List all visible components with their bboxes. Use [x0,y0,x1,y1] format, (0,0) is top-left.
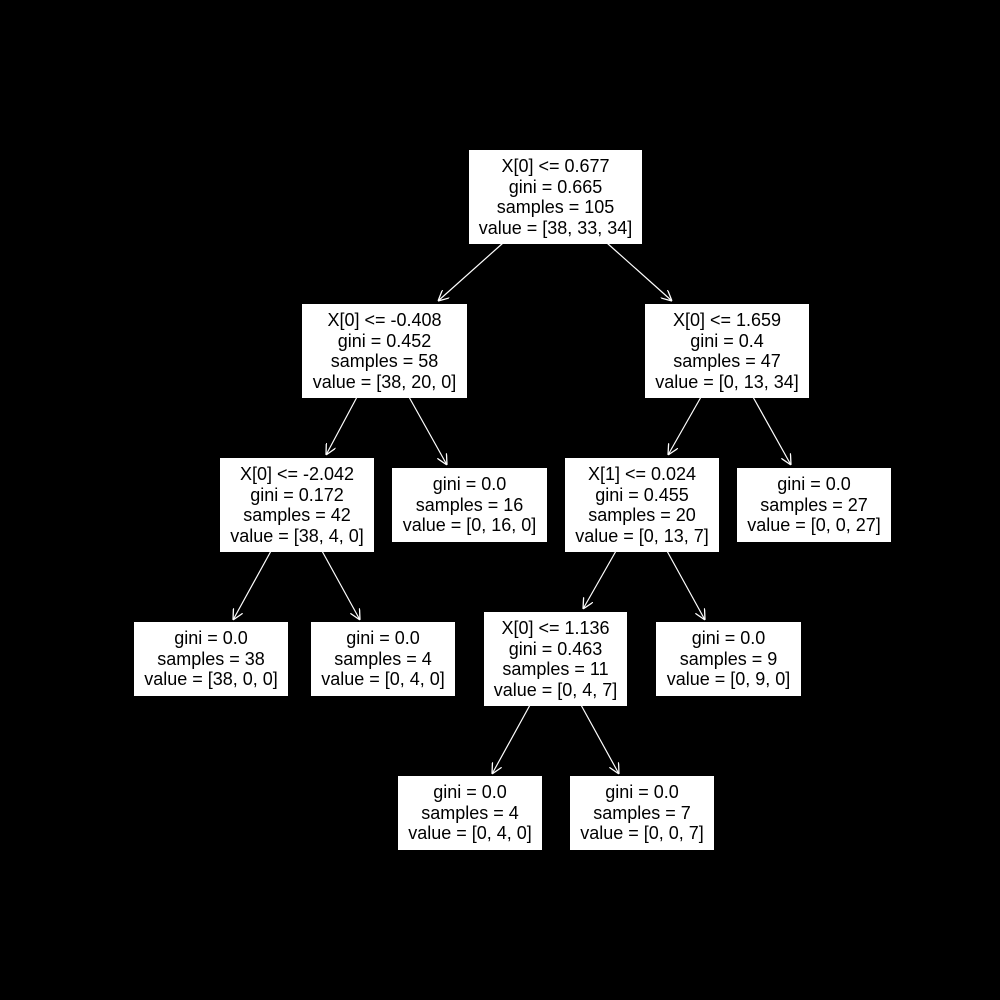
node-gini-label: gini = 0.0 [346,628,420,649]
tree-leaf-10: gini = 0.0 samples = 9 value = [0, 9, 0] [656,622,801,696]
node-value-label: value = [0, 9, 0] [666,669,791,690]
node-samples-label: samples = 42 [243,505,351,525]
node-samples-label: samples = 58 [330,351,439,371]
edge-0-2 [606,242,672,301]
edge-3-7 [233,550,272,620]
node-samples-label: samples = 9 [679,648,778,669]
node-gini-label: gini = 0.4 [690,330,764,351]
tree-node-5: X[1] <= 0.024 gini = 0.455 samples = 20 … [565,458,719,552]
node-gini-label: gini = 0.665 [508,176,603,197]
node-samples-label: samples = 105 [496,197,615,217]
node-gini-label: gini = 0.0 [777,474,851,495]
node-gini-label: gini = 0.0 [691,628,766,649]
tree-leaf-12: gini = 0.0 samples = 7 value = [0, 0, 7] [570,776,714,850]
edge-1-4 [408,396,447,465]
tree-leaf-7: gini = 0.0 samples = 38 value = [38, 0, … [134,622,288,696]
edge-5-10 [666,550,705,620]
node-samples-label: samples = 38 [157,648,265,669]
edge-5-9 [583,550,617,609]
node-value-label: value = [0, 4, 7] [493,679,618,700]
node-split-label: X[0] <= -2.042 [239,464,355,484]
node-split-label: X[0] <= -0.408 [327,310,442,330]
edge-2-6 [752,396,791,465]
edge-0-1 [438,242,504,301]
tree-node-9: X[0] <= 1.136 gini = 0.463 samples = 11 … [484,612,627,706]
node-samples-label: samples = 11 [502,659,609,679]
node-value-label: value = [0, 13, 7] [575,525,709,546]
node-gini-label: gini = 0.0 [605,782,679,803]
node-value-label: value = [0, 0, 27] [747,515,881,536]
node-value-label: value = [0, 4, 0] [321,669,445,690]
node-value-label: value = [38, 20, 0] [312,371,457,392]
edge-9-12 [580,704,619,774]
node-gini-label: gini = 0.0 [432,474,507,495]
edge-2-5 [668,396,702,455]
node-value-label: value = [0, 13, 34] [655,371,799,392]
node-value-label: value = [38, 33, 34] [478,217,633,238]
node-samples-label: samples = 47 [673,351,781,371]
edge-9-11 [492,704,531,774]
node-gini-label: gini = 0.172 [250,484,344,505]
tree-node-2: X[0] <= 1.659 gini = 0.4 samples = 47 va… [645,304,809,398]
node-gini-label: gini = 0.452 [337,330,432,351]
tree-leaf-6: gini = 0.0 samples = 27 value = [0, 0, 2… [737,468,891,542]
node-value-label: value = [38, 0, 0] [144,669,278,690]
node-split-label: X[0] <= 0.677 [501,156,610,176]
node-value-label: value = [0, 0, 7] [580,823,704,844]
node-value-label: value = [0, 4, 0] [408,823,532,844]
node-gini-label: gini = 0.463 [508,638,603,659]
node-gini-label: gini = 0.0 [174,628,248,649]
tree-node-root: X[0] <= 0.677 gini = 0.665 samples = 105… [469,150,642,244]
tree-leaf-4: gini = 0.0 samples = 16 value = [0, 16, … [392,468,547,542]
node-value-label: value = [0, 16, 0] [402,515,537,536]
node-gini-label: gini = 0.0 [433,782,507,803]
node-split-label: X[0] <= 1.136 [501,618,610,638]
node-split-label: X[0] <= 1.659 [672,310,782,330]
edge-3-8 [321,550,360,620]
tree-leaf-11: gini = 0.0 samples = 4 value = [0, 4, 0] [398,776,542,850]
node-value-label: value = [38, 4, 0] [230,525,364,546]
node-samples-label: samples = 4 [421,802,519,823]
tree-node-1: X[0] <= -0.408 gini = 0.452 samples = 58… [302,304,467,398]
node-gini-label: gini = 0.455 [595,484,689,505]
node-split-label: X[1] <= 0.024 [587,464,697,484]
tree-leaf-8: gini = 0.0 samples = 4 value = [0, 4, 0] [311,622,455,696]
tree-node-3: X[0] <= -2.042 gini = 0.172 samples = 42… [220,458,374,552]
edge-1-3 [326,396,358,455]
node-samples-label: samples = 20 [588,505,696,525]
node-samples-label: samples = 7 [593,802,691,823]
node-samples-label: samples = 16 [415,494,524,515]
node-samples-label: samples = 4 [334,648,432,669]
node-samples-label: samples = 27 [760,494,868,515]
